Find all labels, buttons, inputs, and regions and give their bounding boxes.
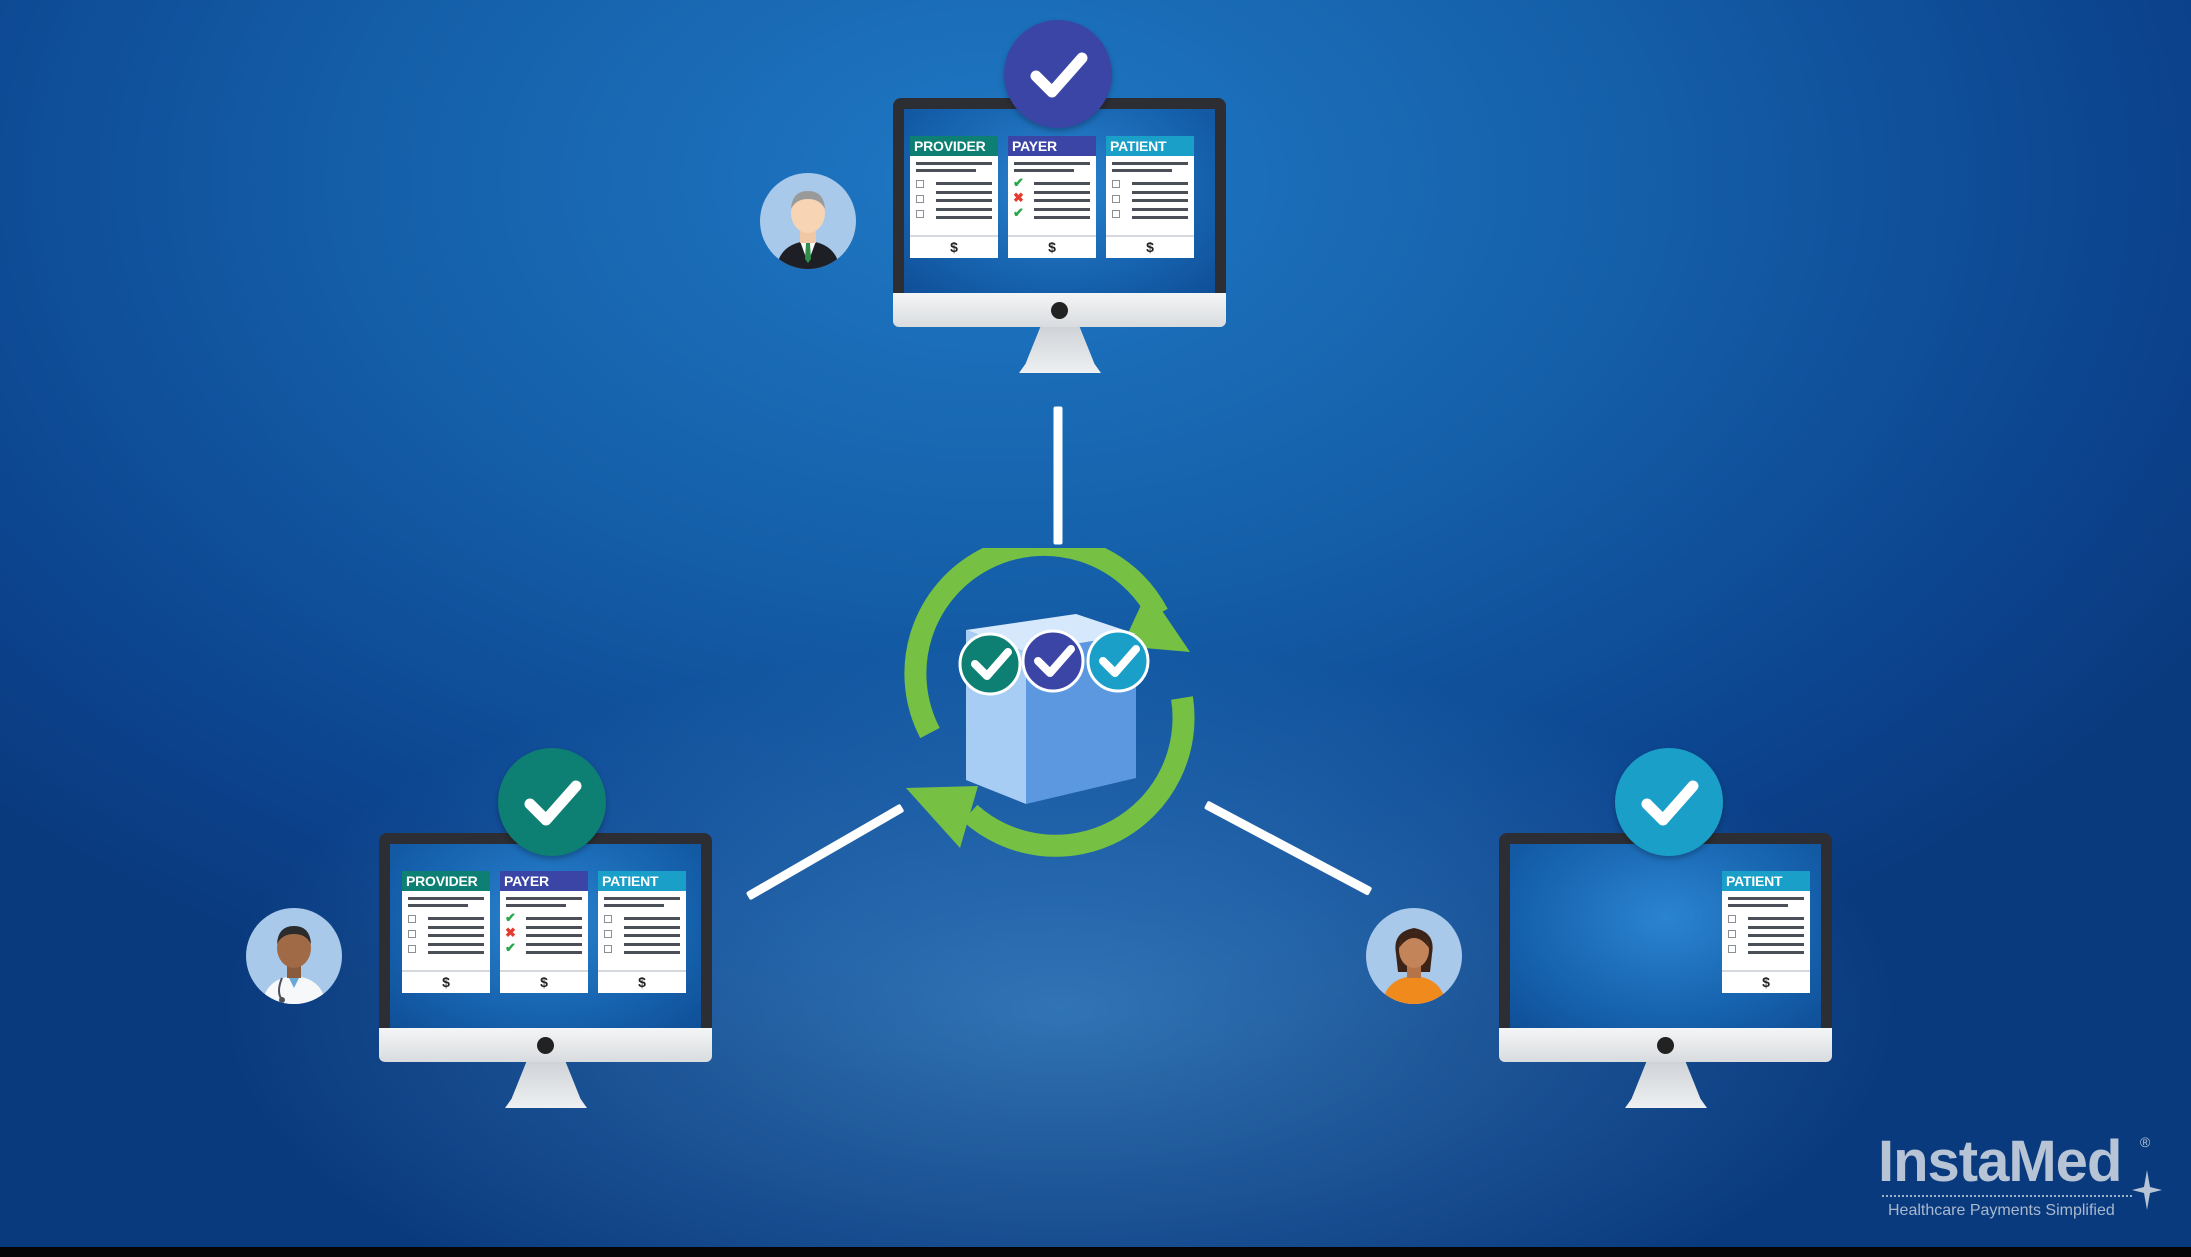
monitor-stand (1625, 1062, 1707, 1108)
amount-label: $ (1722, 970, 1810, 990)
patient-avatar (1366, 908, 1462, 1004)
monitor-camera (1657, 1037, 1674, 1054)
monitor-screen: PROVIDER $ PAYER ✔ ✖ ✔ $ (390, 844, 701, 1028)
card-payer-title: PAYER (1008, 136, 1096, 156)
bottom-bar (0, 1247, 2191, 1257)
connector-top (1053, 406, 1063, 545)
amount-label: $ (1106, 235, 1194, 255)
card-payer-title: PAYER (500, 871, 588, 891)
monitor-camera (1051, 302, 1068, 319)
amount-label: $ (402, 970, 490, 990)
card-patient-title: PATIENT (1722, 871, 1810, 891)
monitor-stand (1019, 327, 1101, 373)
monitor-screen: PROVIDER $ PAYER ✔ ✖ ✔ $ (904, 109, 1215, 293)
monitor-payer: PROVIDER $ PAYER ✔ ✖ ✔ $ (893, 98, 1226, 378)
check-badge-payer (1004, 20, 1112, 128)
card-patient: PATIENT $ (1106, 136, 1194, 258)
monitor-camera (537, 1037, 554, 1054)
businessman-avatar (760, 173, 856, 269)
check-badge-patient (1615, 748, 1723, 856)
card-patient-title: PATIENT (598, 871, 686, 891)
doctor-avatar (246, 908, 342, 1004)
check-icon (1641, 780, 1699, 826)
card-provider-title: PROVIDER (402, 871, 490, 891)
instamed-logo: InstaMed ® Healthcare Payments Simplifie… (1870, 1130, 2170, 1230)
amount-label: $ (598, 970, 686, 990)
card-provider-title: PROVIDER (910, 136, 998, 156)
card-patient: PATIENT $ (1722, 871, 1810, 993)
sparkle-icon (2132, 1170, 2162, 1210)
card-provider: PROVIDER $ (910, 136, 998, 258)
card-payer: PAYER ✔ ✖ ✔ $ (1008, 136, 1096, 258)
logo-dotted-line (1882, 1195, 2132, 1197)
check-icon (1030, 52, 1088, 98)
amount-label: $ (910, 235, 998, 255)
logo-registered-mark: ® (2140, 1134, 2151, 1150)
hub (890, 533, 1230, 868)
amount-label: $ (1008, 235, 1096, 255)
monitor-stand (505, 1062, 587, 1108)
check-badge-provider (498, 748, 606, 856)
monitor-screen: PATIENT $ (1510, 844, 1821, 1028)
card-provider: PROVIDER $ (402, 871, 490, 993)
monitor-provider: PROVIDER $ PAYER ✔ ✖ ✔ $ (379, 833, 712, 1113)
card-patient-title: PATIENT (1106, 136, 1194, 156)
monitor-patient: PATIENT $ (1499, 833, 1832, 1113)
check-icon (524, 780, 582, 826)
connector-left (745, 803, 905, 901)
logo-name: InstaMed (1878, 1129, 2122, 1194)
sync-cycle-icon (904, 533, 1195, 857)
card-patient: PATIENT $ (598, 871, 686, 993)
logo-tagline: Healthcare Payments Simplified (1888, 1202, 2115, 1219)
amount-label: $ (500, 970, 588, 990)
card-payer: PAYER ✔ ✖ ✔ $ (500, 871, 588, 993)
